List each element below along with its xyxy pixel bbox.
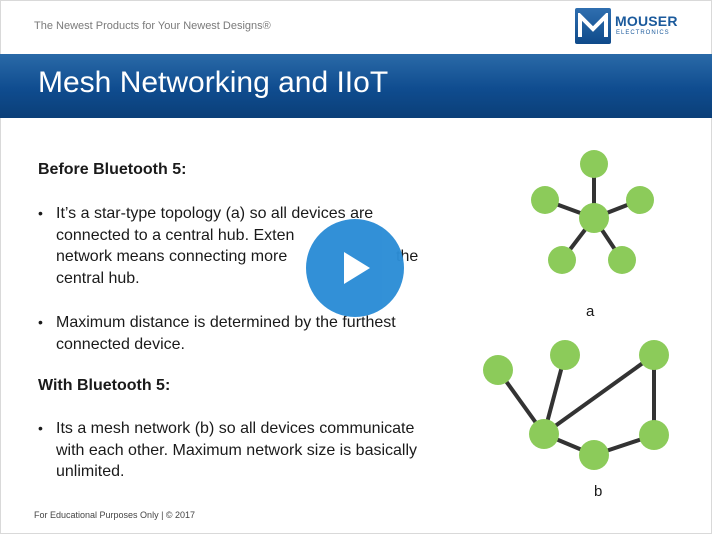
bullet-line: Maximum distance is determined by the fu… <box>56 314 396 331</box>
slide-title: Mesh Networking and IIoT <box>38 66 389 99</box>
bullet-star-topology: It’s a star-type topology (a) so all dev… <box>56 203 476 289</box>
tagline: The Newest Products for Your Newest Desi… <box>34 20 271 32</box>
section-heading-with: With Bluetooth 5: <box>38 377 171 394</box>
diagram-label-a: a <box>586 303 595 320</box>
logo-name: MOUSER <box>615 13 678 29</box>
bullet-line: central hub. <box>56 269 140 287</box>
logo-subtitle: ELECTRONICS <box>616 30 670 36</box>
play-button[interactable] <box>306 219 404 317</box>
mesh-topology-links <box>496 353 656 457</box>
mouser-logo: MOUSER ELECTRONICS <box>575 8 677 46</box>
bullet-line: network means connecting more <box>56 248 288 265</box>
bullet-line: with each other. Maximum network size is… <box>56 441 418 459</box>
bullet-line: connected to a central hub. Exten <box>56 226 295 244</box>
bullet-glyph: • <box>38 420 43 436</box>
bullet-line: It’s a star-type topology (a) so all dev… <box>56 205 374 222</box>
bullet-glyph: • <box>38 314 43 330</box>
bullet-line: Its a mesh network (b) so all devices co… <box>56 420 415 437</box>
topology-diagram-graphic <box>483 150 669 470</box>
mesh-topology-nodes <box>483 340 669 470</box>
bullet-mesh-network: Its a mesh network (b) so all devices co… <box>56 418 476 483</box>
diagram-label-b: b <box>594 483 603 500</box>
footer-text: For Educational Purposes Only | © 2017 <box>34 510 196 520</box>
play-icon <box>344 252 370 284</box>
topology-diagram: a b <box>470 140 710 510</box>
bullet-line: unlimited. <box>56 463 125 480</box>
section-heading-before: Before Bluetooth 5: <box>38 161 187 178</box>
bullet-line: connected device. <box>56 335 185 353</box>
bullet-max-distance: Maximum distance is determined by the fu… <box>56 312 476 355</box>
star-topology-nodes <box>531 150 654 274</box>
title-banner: Mesh Networking and IIoT <box>0 54 712 118</box>
bullet-glyph: • <box>38 205 43 221</box>
mouser-logo-mark-icon <box>575 8 611 44</box>
